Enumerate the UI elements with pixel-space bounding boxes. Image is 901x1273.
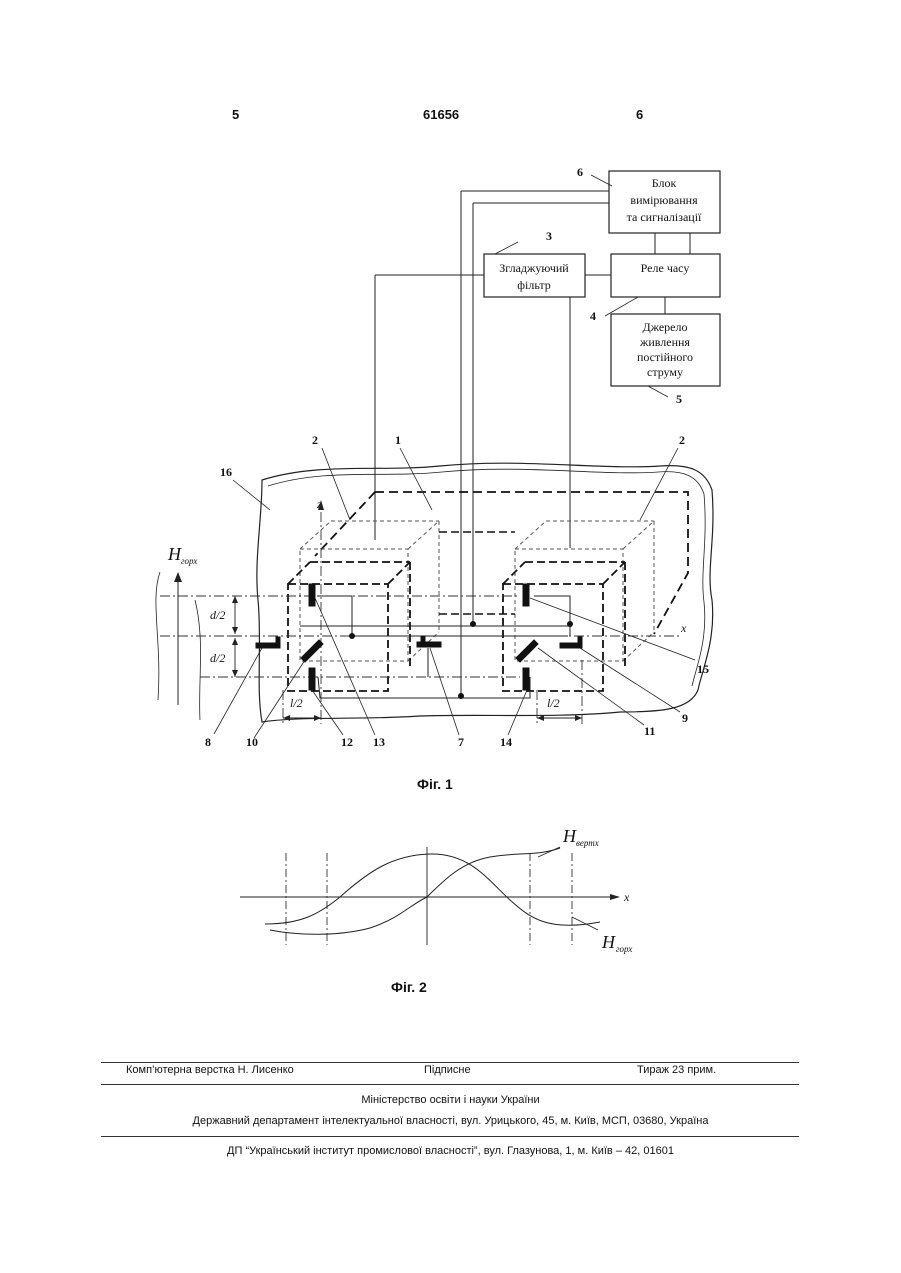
fig2-guides <box>286 853 572 945</box>
footer-rule-1 <box>101 1062 799 1063</box>
figure-2-plot: x H вертх H горх <box>0 0 901 1000</box>
h-vert-label: H <box>562 826 577 846</box>
footer-rule-3 <box>101 1136 799 1137</box>
fig2-x-arrow <box>610 894 620 900</box>
footer-signed: Підписне <box>424 1064 471 1076</box>
footer-rule-2 <box>101 1084 799 1085</box>
h-horiz-label-2: H <box>601 932 616 952</box>
footer-layout: Комп’ютерна верстка Н. Лисенко <box>126 1064 294 1076</box>
footer-ministry: Міністерство освіти і науки України <box>0 1094 901 1106</box>
h-horiz-sub-2: горх <box>616 944 632 954</box>
curve-h-horiz <box>270 848 560 934</box>
footer-department: Державний департамент інтелектуальної вл… <box>0 1115 901 1127</box>
footer-institute: ДП “Український інститут промислової вла… <box>0 1145 901 1157</box>
h-vert-sub: вертх <box>576 838 599 848</box>
curve-h-vert <box>265 854 600 925</box>
figure-2-caption: Фіг. 2 <box>391 979 427 995</box>
fig2-x-label: x <box>623 890 630 904</box>
footer-circulation: Тираж 23 прим. <box>637 1064 716 1076</box>
